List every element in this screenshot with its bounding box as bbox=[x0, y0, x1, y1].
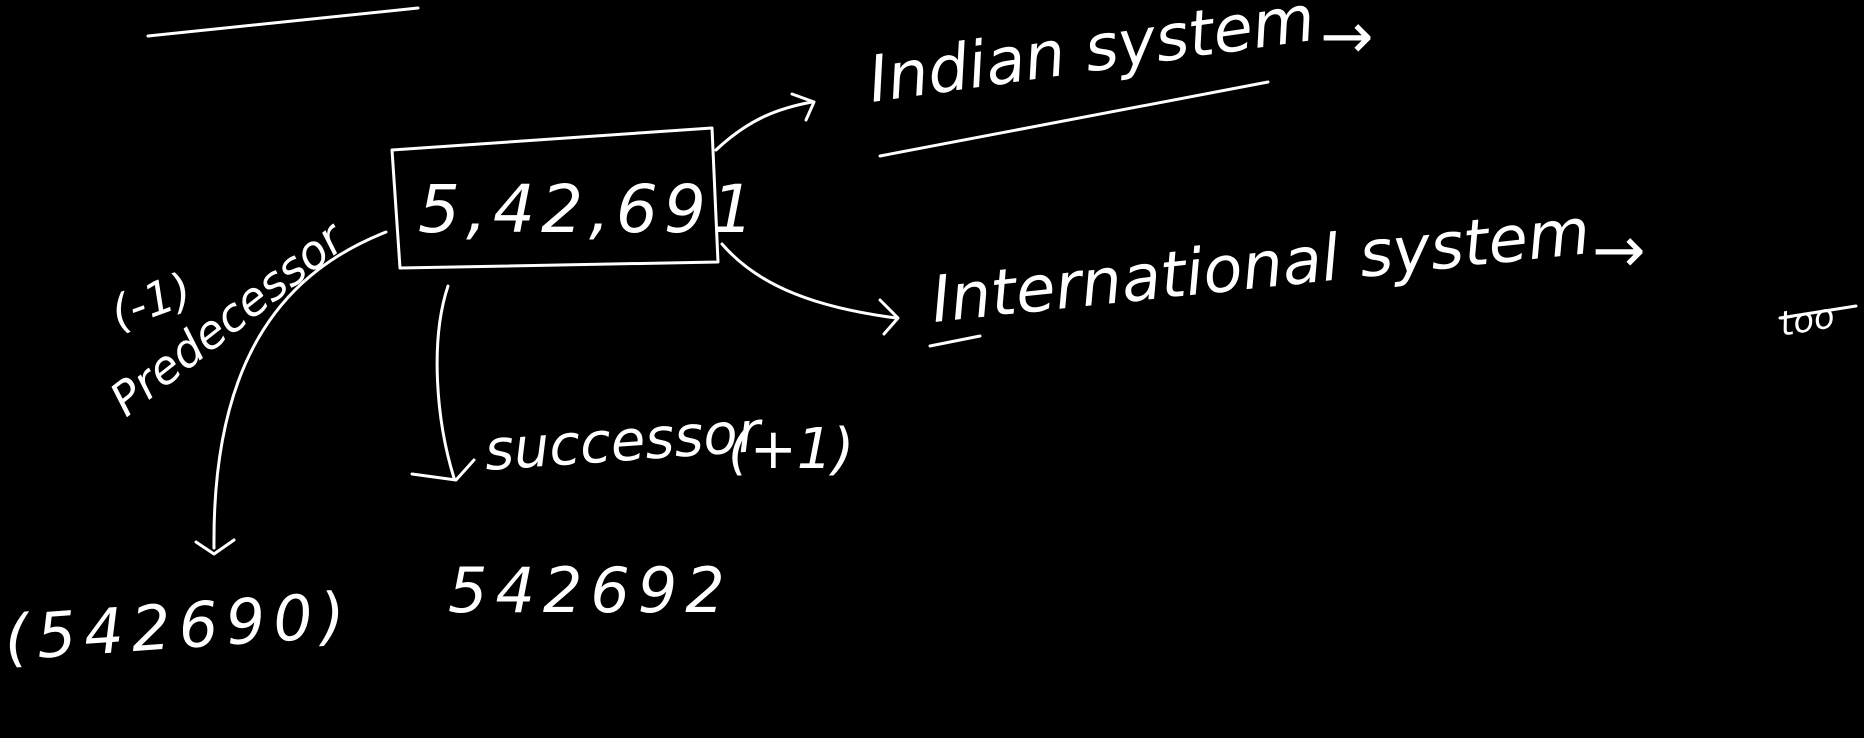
international-system-underline bbox=[928, 334, 982, 348]
successor-note: (+1) bbox=[728, 417, 854, 482]
successor-value: 542692 bbox=[448, 554, 733, 627]
number-box bbox=[390, 126, 720, 270]
arrow-to-international-system bbox=[720, 242, 898, 320]
corner-scribble: too bbox=[1777, 296, 1838, 345]
corner-scribble-strike bbox=[1778, 304, 1858, 320]
arrow-head-successor bbox=[410, 458, 476, 482]
arrow-to-predecessor bbox=[212, 230, 388, 550]
international-system-arrow: → bbox=[1592, 214, 1646, 288]
arrow-head-predecessor bbox=[194, 538, 236, 556]
arrow-to-successor bbox=[435, 284, 456, 480]
indian-system-arrow: → bbox=[1320, 0, 1374, 74]
top-stroke bbox=[146, 6, 420, 38]
indian-system-underline bbox=[878, 80, 1270, 158]
box-number: 5,42,691 bbox=[418, 171, 760, 248]
arrow-head-international bbox=[878, 298, 900, 336]
arrow-to-indian-system bbox=[714, 100, 814, 152]
arrow-head-indian bbox=[790, 92, 816, 122]
